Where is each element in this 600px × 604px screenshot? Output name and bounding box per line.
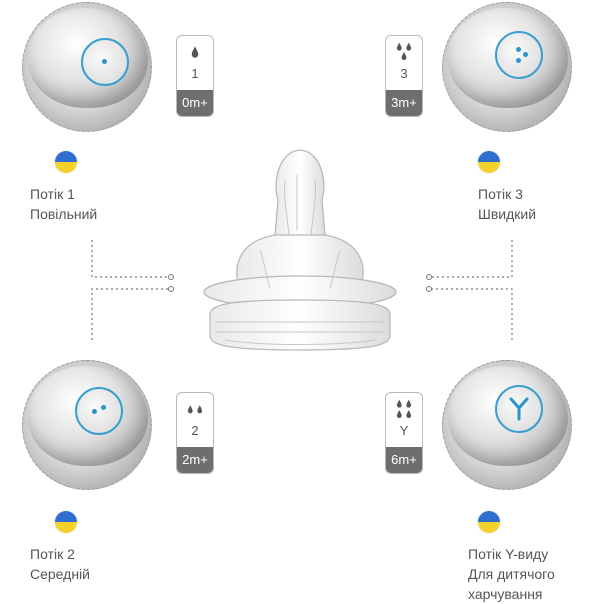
ukraine-flag-icon xyxy=(478,511,500,533)
hole-dot xyxy=(516,58,521,63)
badge-number: Y xyxy=(399,423,409,438)
y-cut-icon xyxy=(509,397,529,421)
variant-subtitle-line2: харчування xyxy=(468,586,543,602)
flow-badge-1: 1 0m+ xyxy=(176,35,214,117)
badge-age: 0m+ xyxy=(177,90,213,116)
badge-number: 2 xyxy=(191,423,199,438)
variant-label-flow-3: Потік 3 Швидкий xyxy=(478,184,536,224)
variant-title: Потік 1 xyxy=(30,186,75,202)
teat-closeup-flow-y xyxy=(442,360,572,490)
variant-subtitle: Швидкий xyxy=(478,206,537,222)
variant-title: Потік 3 xyxy=(478,186,523,202)
hole-dot xyxy=(92,409,97,414)
drops-icon xyxy=(187,405,203,414)
hole-dot xyxy=(523,52,528,57)
ukraine-flag-icon xyxy=(55,511,77,533)
variant-label-flow-1: Потік 1 Повільний xyxy=(30,184,97,224)
variant-title: Потік Y-виду xyxy=(468,546,549,562)
variant-subtitle: Для дитячого xyxy=(468,566,555,582)
flow-hole-ring xyxy=(75,387,123,435)
drops-icon xyxy=(396,399,412,419)
badge-age: 3m+ xyxy=(386,90,422,116)
ukraine-flag-icon xyxy=(478,151,500,173)
hole-dot xyxy=(102,59,107,64)
badge-age: 2m+ xyxy=(177,447,213,473)
flow-badge-y: Y 6m+ xyxy=(385,392,423,474)
variant-label-flow-y: Потік Y-виду Для дитячого харчування xyxy=(468,544,555,604)
variant-subtitle: Середній xyxy=(30,566,90,582)
variant-title: Потік 2 xyxy=(30,546,75,562)
flow-badge-3: 3 3m+ xyxy=(385,35,423,117)
variant-subtitle: Повільний xyxy=(30,206,98,222)
drop-icon xyxy=(191,46,199,58)
hole-dot xyxy=(516,47,521,52)
flow-hole-ring xyxy=(495,31,543,79)
variant-label-flow-2: Потік 2 Середній xyxy=(30,544,90,584)
flow-badge-2: 2 2m+ xyxy=(176,392,214,474)
teat-closeup-flow-3 xyxy=(442,2,572,132)
flow-hole-ring xyxy=(495,385,543,433)
teat-closeup-flow-2 xyxy=(22,360,152,490)
drops-icon xyxy=(396,42,412,61)
teat-product-image xyxy=(203,149,397,351)
flow-hole-ring xyxy=(81,38,129,86)
badge-number: 1 xyxy=(191,66,199,81)
teat-closeup-flow-1 xyxy=(22,2,152,132)
badge-age: 6m+ xyxy=(386,447,422,473)
ukraine-flag-icon xyxy=(55,151,77,173)
hole-dot xyxy=(101,405,106,410)
badge-number: 3 xyxy=(400,66,408,81)
